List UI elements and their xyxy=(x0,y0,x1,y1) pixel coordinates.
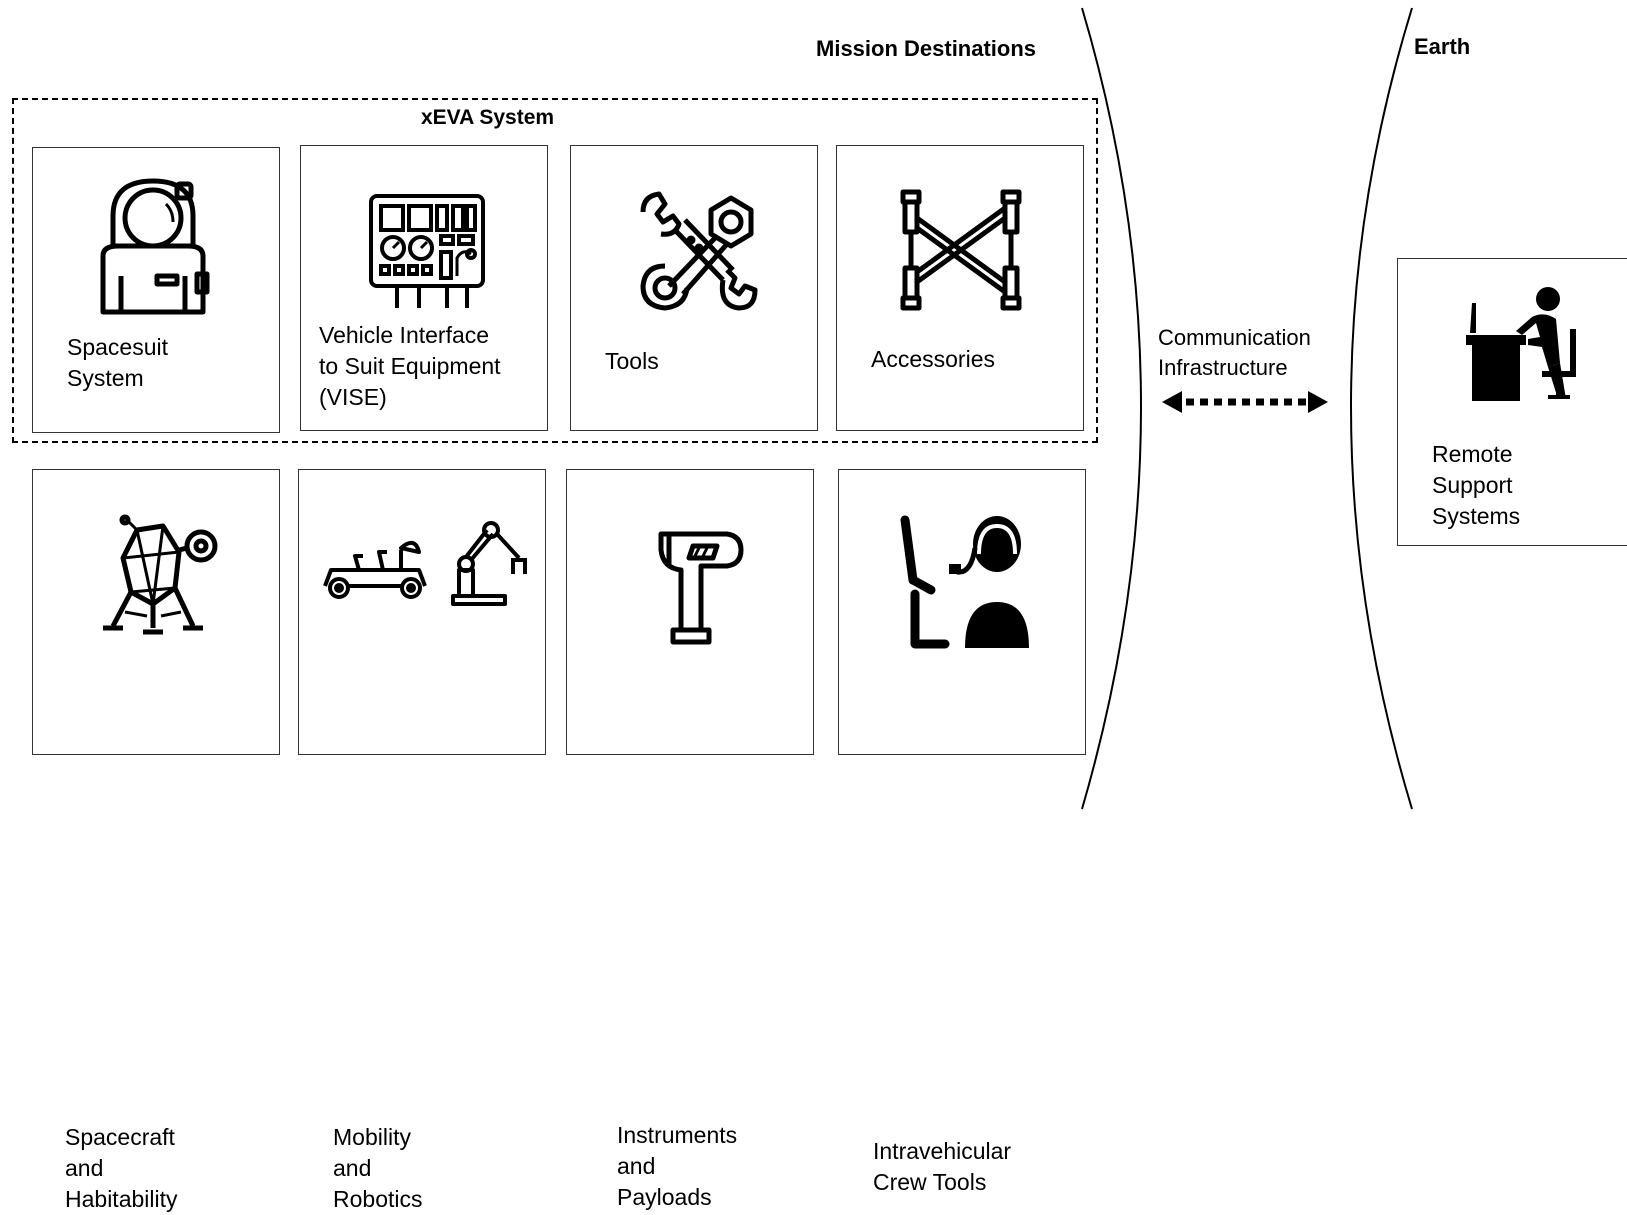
control-panel-icon xyxy=(369,194,485,308)
vise-box: Vehicle Interface to Suit Equipment (VIS… xyxy=(300,145,548,431)
bidirectional-dotted-arrow-icon xyxy=(1162,391,1328,413)
region-boundaries xyxy=(1081,7,1413,810)
earth-heading: Earth xyxy=(1414,34,1471,59)
accessories-box: Accessories xyxy=(836,145,1084,431)
remote-support-systems-box: Remote Support Systems xyxy=(1397,258,1627,546)
crew-operator-headset-icon xyxy=(900,515,1029,649)
crossed-wrenches-icon xyxy=(640,191,758,311)
xeva-system-title: xEVA System xyxy=(421,106,555,129)
intravehicular-crew-tools-label: Intravehicular Crew Tools xyxy=(873,1138,1012,1195)
tools-label: Tools xyxy=(605,348,659,374)
intravehicular-crew-tools-box: Intravehicular Crew Tools xyxy=(838,469,1086,1195)
truss-accessory-icon xyxy=(900,189,1022,311)
mission-boundary-arc xyxy=(1081,7,1142,810)
accessories-label: Accessories xyxy=(871,346,995,372)
remote-support-systems-label: Remote Support Systems xyxy=(1432,441,1521,529)
instruments-payloads-box: Instruments and Payloads xyxy=(566,469,814,1210)
vise-label: Vehicle Interface to Suit Equipment (VIS… xyxy=(319,322,501,410)
tools-box: Tools xyxy=(570,145,818,431)
mobility-robotics-label: Mobility and Robotics xyxy=(333,1124,423,1212)
astronaut-icon xyxy=(100,178,210,315)
communication-infrastructure-label: Communication Infrastructure xyxy=(1158,325,1311,380)
instruments-payloads-label: Instruments and Payloads xyxy=(617,1122,738,1210)
spacesuit-system-label: Spacesuit System xyxy=(67,334,169,391)
earth-boundary-arc xyxy=(1350,7,1413,810)
handheld-instrument-icon xyxy=(658,531,744,645)
mobility-robotics-box: Mobility and Robotics xyxy=(298,469,546,1212)
spacecraft-habitability-label: Spacecraft and Habitability xyxy=(65,1124,178,1212)
spacesuit-system-box: Spacesuit System xyxy=(32,147,280,433)
rover-and-robot-arm-icon xyxy=(323,521,527,606)
xeva-system-group xyxy=(12,98,1098,443)
mission-destinations-heading: Mission Destinations xyxy=(816,36,1037,61)
spacecraft-habitability-box: Spacecraft and Habitability xyxy=(32,469,280,1212)
lunar-lander-icon xyxy=(103,514,218,635)
desk-operator-icon xyxy=(1466,287,1576,401)
